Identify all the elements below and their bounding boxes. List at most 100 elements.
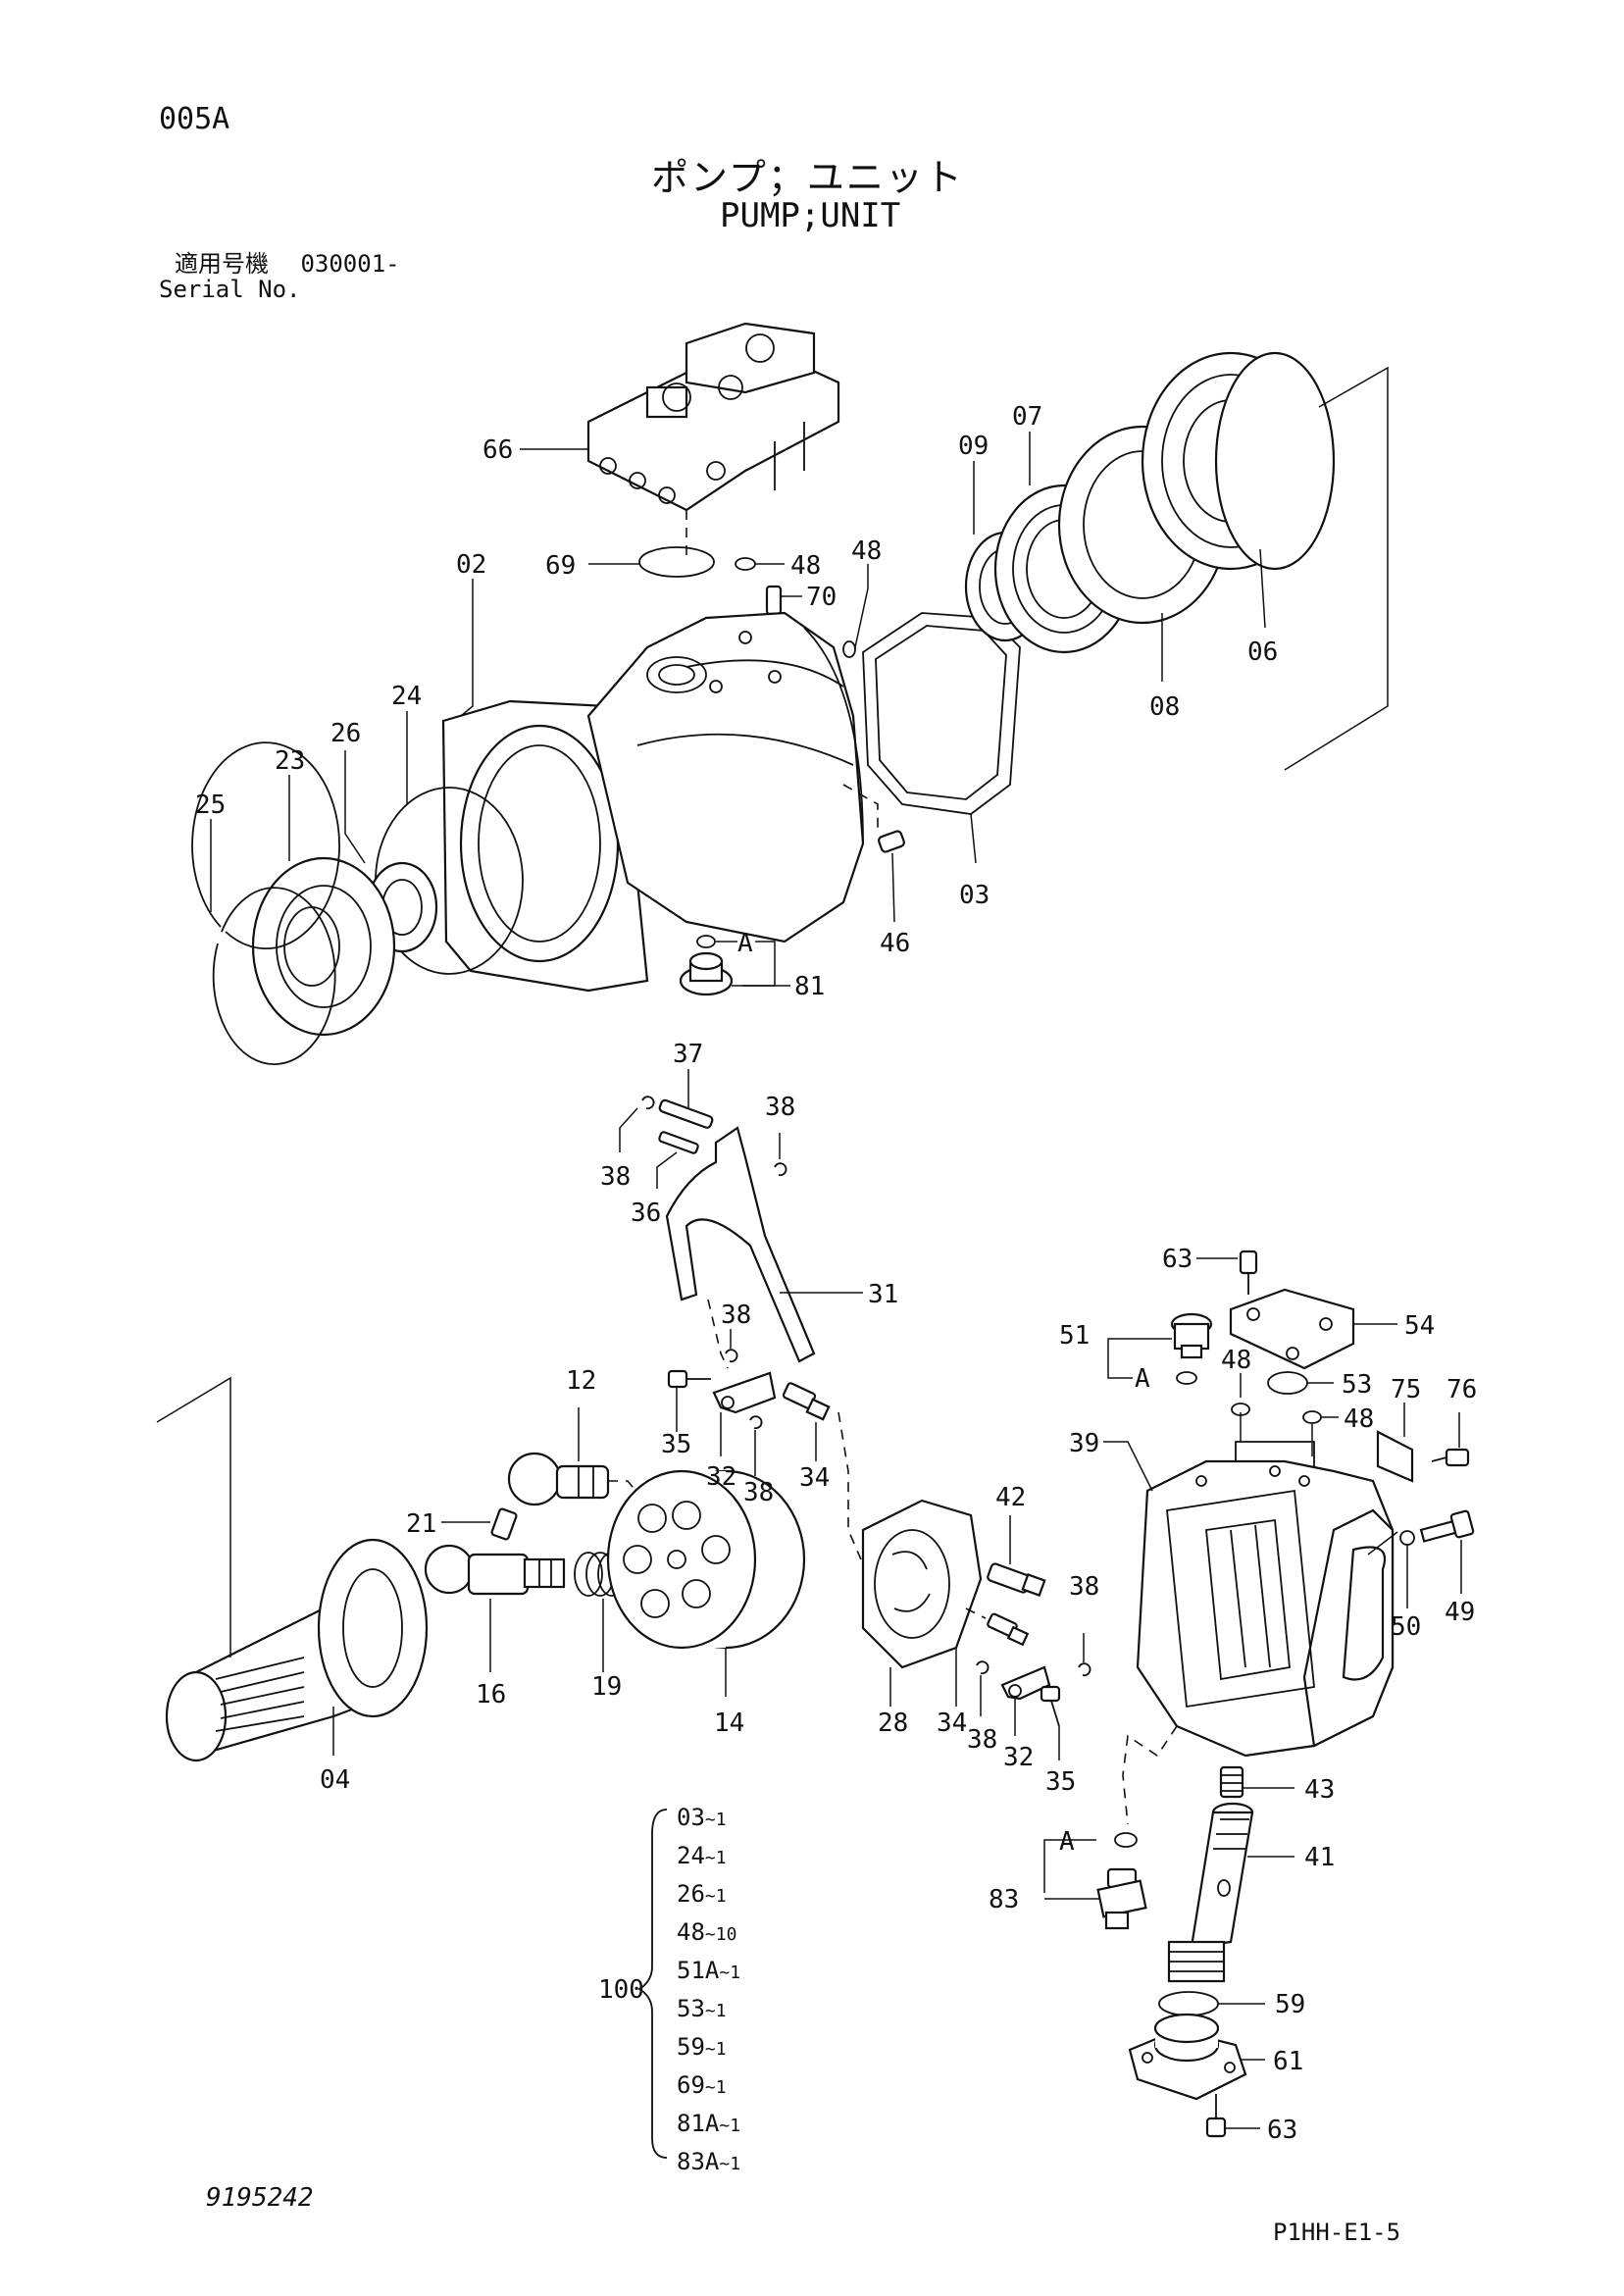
callout-07: 07 — [1012, 402, 1042, 432]
callout-46: 46 — [880, 929, 910, 958]
serial-label-jp: 適用号機 030001- — [175, 251, 400, 277]
callout-24: 24 — [391, 682, 422, 711]
callout-41: 41 — [1304, 1843, 1335, 1872]
part-23-cover — [251, 856, 396, 1037]
part-41-spool — [1167, 1802, 1254, 1983]
part-a-o-ring-2 — [1176, 1371, 1197, 1385]
part-51-plug — [1170, 1312, 1213, 1359]
part-39-housing — [1136, 1441, 1395, 1758]
part-81-plug — [679, 951, 734, 996]
callout-08: 08 — [1149, 692, 1180, 722]
callout-28: 28 — [878, 1709, 908, 1738]
part-53-o-ring — [1267, 1371, 1308, 1395]
part-63-bolt-a — [1239, 1250, 1258, 1295]
callout-32-b: 32 — [1003, 1743, 1034, 1772]
part-42-pin — [987, 1562, 1046, 1598]
callout-26: 26 — [330, 719, 361, 748]
callout-38-e: 38 — [1069, 1572, 1099, 1602]
kit-item: 53~1 — [677, 1995, 727, 2022]
callout-34-a: 34 — [799, 1463, 830, 1493]
drawing-number: 9195242 — [206, 2183, 314, 2213]
part-16-center-shaft — [424, 1544, 566, 1596]
callout-37: 37 — [673, 1040, 703, 1069]
part-34-pin-b — [987, 1612, 1030, 1647]
part-75-bracket — [1376, 1430, 1414, 1483]
part-06-roller-bearing — [1141, 351, 1336, 571]
part-31-lever — [665, 1126, 816, 1363]
part-61-cover — [1128, 2013, 1247, 2101]
part-48-o-ring — [735, 557, 756, 571]
callout-38-c: 38 — [721, 1301, 751, 1330]
kit-item: 59~1 — [677, 2033, 727, 2061]
callout-76: 76 — [1446, 1375, 1477, 1404]
callout-03: 03 — [959, 881, 990, 910]
part-69-o-ring — [638, 546, 715, 578]
part-70-pin — [765, 585, 783, 616]
part-a-o-ring-3 — [1114, 1832, 1138, 1848]
part-48-o-ring-b — [842, 640, 856, 658]
page-title-jp: ポンプ；ユニット — [651, 156, 964, 199]
figure-reference: P1HH-E1-5 — [1273, 2219, 1401, 2246]
callout-32-a: 32 — [706, 1462, 736, 1492]
callout-09: 09 — [958, 432, 989, 461]
part-66-valve-block — [586, 322, 840, 512]
part-54-cover-plate — [1229, 1288, 1355, 1370]
page-code: 005A — [159, 102, 230, 136]
callout-49: 49 — [1445, 1598, 1475, 1627]
part-35-bolt-a — [667, 1369, 711, 1389]
callout-35-a: 35 — [661, 1430, 691, 1459]
part-14-cylinder-block — [606, 1469, 806, 1650]
part-76-bolt — [1431, 1448, 1470, 1467]
callout-38-f: 38 — [967, 1725, 997, 1755]
callout-75: 75 — [1391, 1375, 1421, 1404]
page-title-en: PUMP;UNIT — [720, 196, 901, 235]
part-36-pin — [658, 1131, 699, 1154]
callout-34-b: 34 — [937, 1709, 967, 1738]
callout-48-b: 48 — [851, 536, 882, 566]
callout-25: 25 — [195, 791, 226, 820]
kit-item: 51A~1 — [677, 1957, 741, 1984]
callout-04: 04 — [320, 1765, 350, 1795]
part-a-o-ring-1 — [696, 935, 716, 948]
part-03-gasket — [862, 612, 1021, 815]
callout-a-1: A — [737, 929, 753, 958]
part-38-clip-c — [725, 1349, 738, 1363]
callout-31: 31 — [868, 1280, 898, 1309]
kit-item: 48~10 — [677, 1918, 737, 1946]
part-38-clip-b — [774, 1162, 787, 1177]
callout-23: 23 — [275, 746, 305, 776]
callout-38-b: 38 — [600, 1162, 631, 1192]
part-83-plug — [1096, 1867, 1147, 1930]
part-38-clip-f — [976, 1660, 990, 1675]
kit-item: 69~1 — [677, 2071, 727, 2099]
callout-61: 61 — [1273, 2047, 1303, 2076]
part-38-clip-e — [1078, 1662, 1091, 1677]
callout-51: 51 — [1059, 1321, 1090, 1351]
part-21-pin — [490, 1507, 518, 1541]
part-46-pin — [878, 830, 905, 853]
callout-02: 02 — [456, 550, 486, 580]
callout-38-d: 38 — [743, 1478, 774, 1507]
serial-value: 030001- — [300, 250, 400, 278]
kit-item: 03~1 — [677, 1804, 727, 1831]
callout-53: 53 — [1342, 1370, 1372, 1400]
callout-63-b: 63 — [1267, 2116, 1297, 2145]
part-32-block-a — [712, 1371, 777, 1414]
callout-21: 21 — [406, 1509, 436, 1539]
callout-66: 66 — [482, 435, 513, 465]
callout-63-a: 63 — [1162, 1245, 1193, 1274]
part-37-pin — [658, 1098, 714, 1129]
callout-36: 36 — [631, 1199, 661, 1228]
kit-item: 24~1 — [677, 1842, 727, 1869]
callout-38-a: 38 — [765, 1093, 795, 1122]
part-38-clip-a — [641, 1096, 655, 1110]
part-43-spring — [1219, 1765, 1244, 1799]
kit-brace — [637, 1809, 668, 2159]
callout-48-d: 48 — [1344, 1404, 1374, 1434]
callout-35-b: 35 — [1045, 1767, 1076, 1797]
serial-label-en: Serial No. — [159, 276, 301, 303]
callout-69: 69 — [545, 551, 576, 581]
part-25-snap-ring — [191, 741, 340, 1065]
callout-16: 16 — [476, 1680, 506, 1709]
